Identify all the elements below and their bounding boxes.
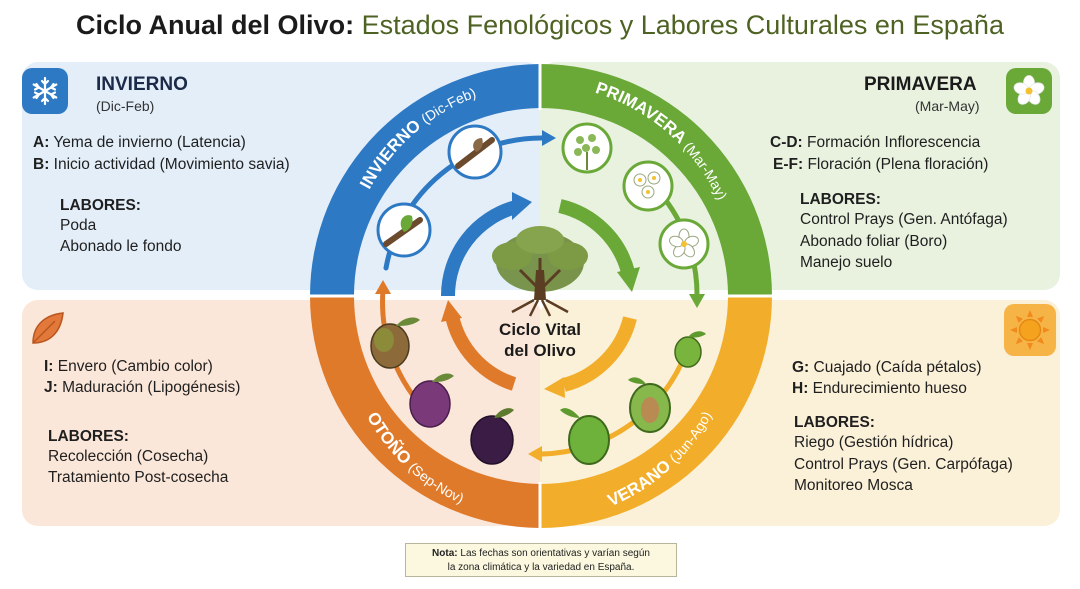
winter-bud-icon [376,202,432,258]
title-main: Ciclo Anual del Olivo: [76,10,355,40]
winter-bud-icon [447,124,503,180]
autumn-labores-title: LABORES: [48,428,129,445]
spring-stage-ef: E-F: Floración (Plena floración) [773,156,989,173]
winter-labor-item: Poda [60,217,97,234]
winter-labores-title: LABORES: [60,197,141,214]
inner-winter-arrow [440,200,518,297]
title-sub: Estados Fenológicos y Labores Culturales… [361,10,1004,40]
spring-title: PRIMAVERA [864,74,977,95]
summer-labores-title: LABORES: [794,414,875,431]
winter-title: INVIERNO [96,74,188,95]
winter-stage-b: B: Inicio actividad (Movimiento savia) [33,156,290,173]
spring-labor-item: Manejo suelo [800,254,893,271]
green-olive-icon [560,408,610,465]
inner-spring-arrow [558,199,635,274]
purple-olive-icon [409,373,454,428]
winter-range: (Dic-Feb) [96,98,155,114]
autumn-labor-item: Recolección (Cosecha) [48,448,209,465]
autumn-ring-sector [310,296,540,528]
olive-cross-section-icon [628,377,671,433]
winter-labor-item: Abonado le fondo [60,238,182,255]
autumn-stage-i: I: Envero (Cambio color) [44,358,213,375]
ripe-black-olive-icon [470,408,514,465]
summer-labor-item: Riego (Gestión hídrica) [794,434,954,451]
inner-autumn-arrow [445,314,517,391]
spring-ring-sector [540,64,772,296]
summer-labor-item: Monitoreo Mosca [794,477,913,494]
center-label-line1: Ciclo Vital [499,320,581,339]
footnote: Nota: Las fechas son orientativas y varí… [405,543,677,577]
winter-stage-a: A: Yema de invierno (Latencia) [33,134,246,151]
spring-stage-cd: C-D: Formación Inflorescencia [770,134,981,151]
sun-icon [1004,304,1056,356]
autumn-labor-item: Tratamiento Post-cosecha [48,469,229,486]
veraison-olive-icon [370,317,420,369]
snowflake-icon [22,68,68,114]
leaf-icon [24,306,70,352]
summer-stage-h: H: Endurecimiento hueso [792,380,967,397]
summer-labor-item: Control Prays (Gen. Carpófaga) [794,456,1013,473]
olive-tree-icon [492,226,588,317]
winter-ring-sector [310,64,540,296]
page-title: Ciclo Anual del Olivo: Estados Fenológic… [0,10,1080,41]
autumn-stage-j: J: Maduración (Lipogénesis) [44,379,241,396]
inner-summer-arrow [562,316,637,392]
full-bloom-icon [658,218,710,270]
spring-range: (Mar-May) [915,98,980,114]
spring-labores-title: LABORES: [800,191,881,208]
inflorescence-icon [561,122,613,174]
center-label-line2: del Olivo [504,341,576,360]
summer-stage-g: G: Cuajado (Caída pétalos) [792,359,982,376]
summer-ring-sector [540,296,772,528]
small-olive-icon [674,331,706,368]
spring-labor-item: Abonado foliar (Boro) [800,233,948,250]
flower-cluster-icon [622,160,674,212]
spring-labor-item: Control Prays (Gen. Antófaga) [800,211,1008,228]
flower-icon [1006,68,1052,114]
